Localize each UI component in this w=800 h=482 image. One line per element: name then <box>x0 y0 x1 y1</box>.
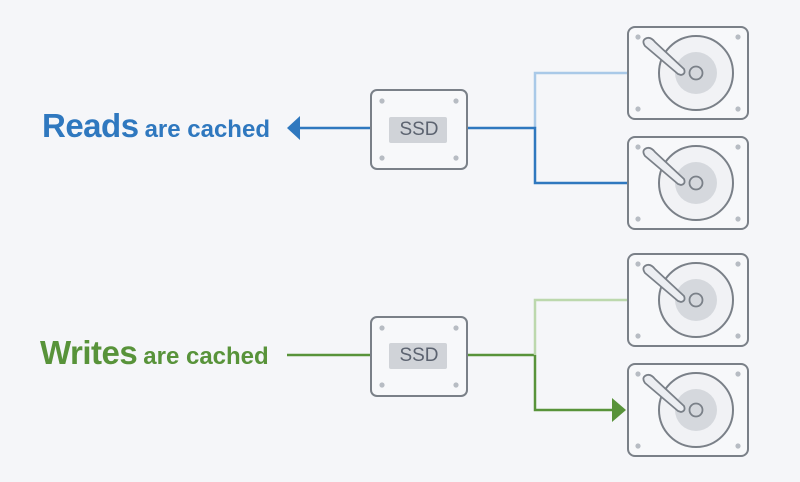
screw <box>735 371 741 377</box>
ssd-bottom <box>370 316 468 397</box>
screw <box>635 261 641 267</box>
screw <box>635 34 641 40</box>
screw <box>735 333 741 339</box>
reads-faded-line <box>533 71 628 128</box>
hard-disk-icon <box>627 136 749 230</box>
reads-arrowhead <box>287 116 300 140</box>
screw <box>635 216 641 222</box>
screw <box>635 443 641 449</box>
screw <box>635 144 641 150</box>
ssd-top-label: SSD <box>399 119 439 140</box>
spindle <box>688 65 704 81</box>
screw <box>735 34 741 40</box>
hard-disk-icon <box>627 253 749 347</box>
writes-faded-line <box>533 298 628 355</box>
screw <box>735 261 741 267</box>
reads-title: Reads <box>42 107 139 144</box>
writes-arrowhead <box>612 398 626 422</box>
screw <box>735 144 741 150</box>
writes-title: Writes <box>40 334 138 371</box>
writes-active-line <box>533 355 612 412</box>
screw <box>735 216 741 222</box>
screw <box>635 371 641 377</box>
spindle <box>688 292 704 308</box>
ssd-top <box>370 89 468 170</box>
ssd-bottom-label: SSD <box>399 345 439 366</box>
hard-disk-icon <box>627 363 749 457</box>
screw <box>635 333 641 339</box>
actuator-arm <box>642 36 686 76</box>
spindle <box>688 402 704 418</box>
actuator-arm <box>642 263 686 303</box>
hard-disk-icon <box>627 26 749 120</box>
actuator-arm <box>642 146 686 186</box>
reads-subtitle: are cached <box>144 116 270 143</box>
screw <box>735 443 741 449</box>
writes-subtitle: are cached <box>143 343 269 370</box>
screw <box>635 106 641 112</box>
screw <box>735 106 741 112</box>
actuator-arm <box>642 373 686 413</box>
spindle <box>688 175 704 191</box>
